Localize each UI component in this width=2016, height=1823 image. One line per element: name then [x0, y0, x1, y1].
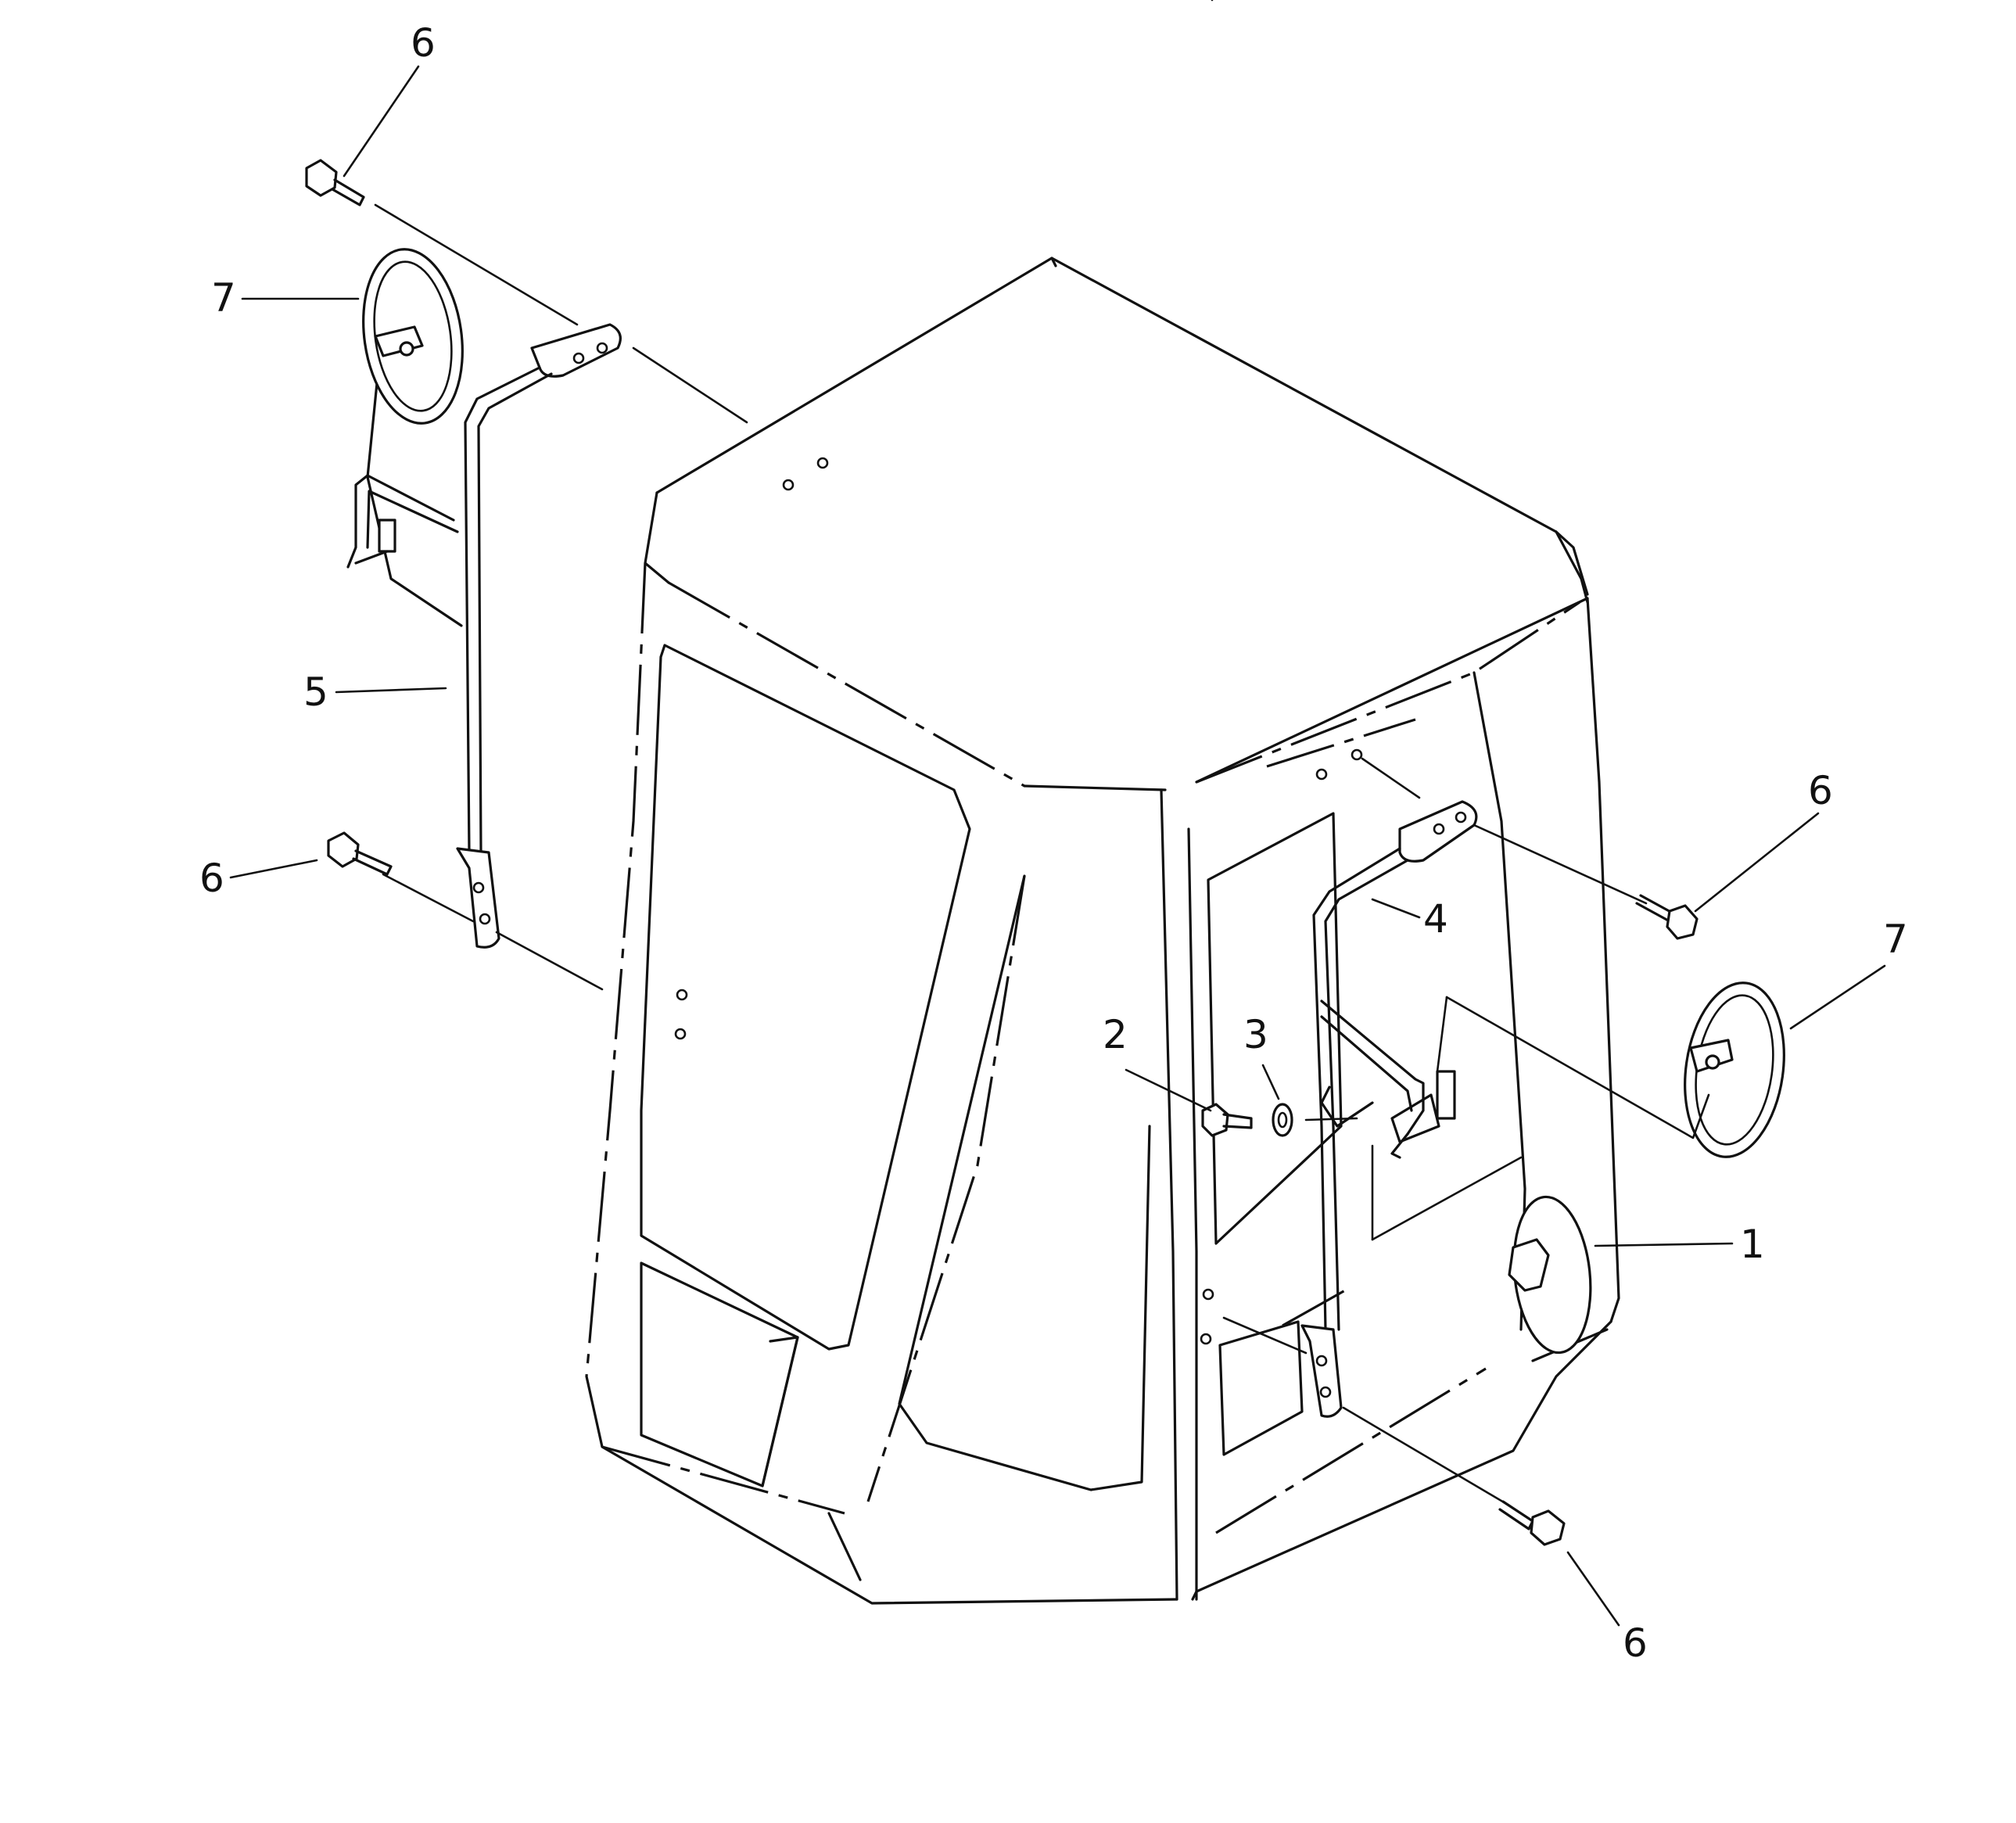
callout-labels: 6 7 5 6 4 2 3 6 7 1 6 — [199, 20, 1908, 1666]
callout-6-top-left: 6 — [411, 20, 436, 66]
callout-leaders — [229, 0, 1886, 1627]
callout-7-left: 7 — [211, 275, 236, 321]
operator-cab — [585, 257, 1620, 1605]
mounting-holes — [674, 457, 1363, 1345]
callout-6-bottom: 6 — [1623, 1620, 1648, 1666]
under-mirror — [1508, 1195, 1592, 1355]
bolt-left-top — [305, 159, 365, 206]
callout-4: 4 — [1423, 896, 1448, 942]
callout-1: 1 — [1740, 1222, 1765, 1267]
callout-6-left: 6 — [199, 856, 224, 901]
callout-7-right: 7 — [1883, 917, 1908, 962]
bolt-left-bottom — [327, 831, 393, 876]
callout-5: 5 — [303, 669, 328, 715]
left-mirror — [362, 248, 464, 425]
assembly-lines — [374, 203, 1710, 1507]
right-mirror-stay — [1300, 800, 1478, 1418]
callout-2: 2 — [1103, 1012, 1128, 1057]
left-mirror-stay — [346, 319, 622, 949]
callout-3: 3 — [1243, 1012, 1268, 1057]
washer-3 — [1272, 1103, 1293, 1137]
bolt-right-top — [1635, 894, 1699, 940]
right-mirror — [1684, 981, 1785, 1158]
callout-6-right: 6 — [1808, 768, 1833, 813]
bolt-2 — [1201, 1103, 1253, 1137]
bolt-right-bottom — [1498, 1500, 1566, 1546]
